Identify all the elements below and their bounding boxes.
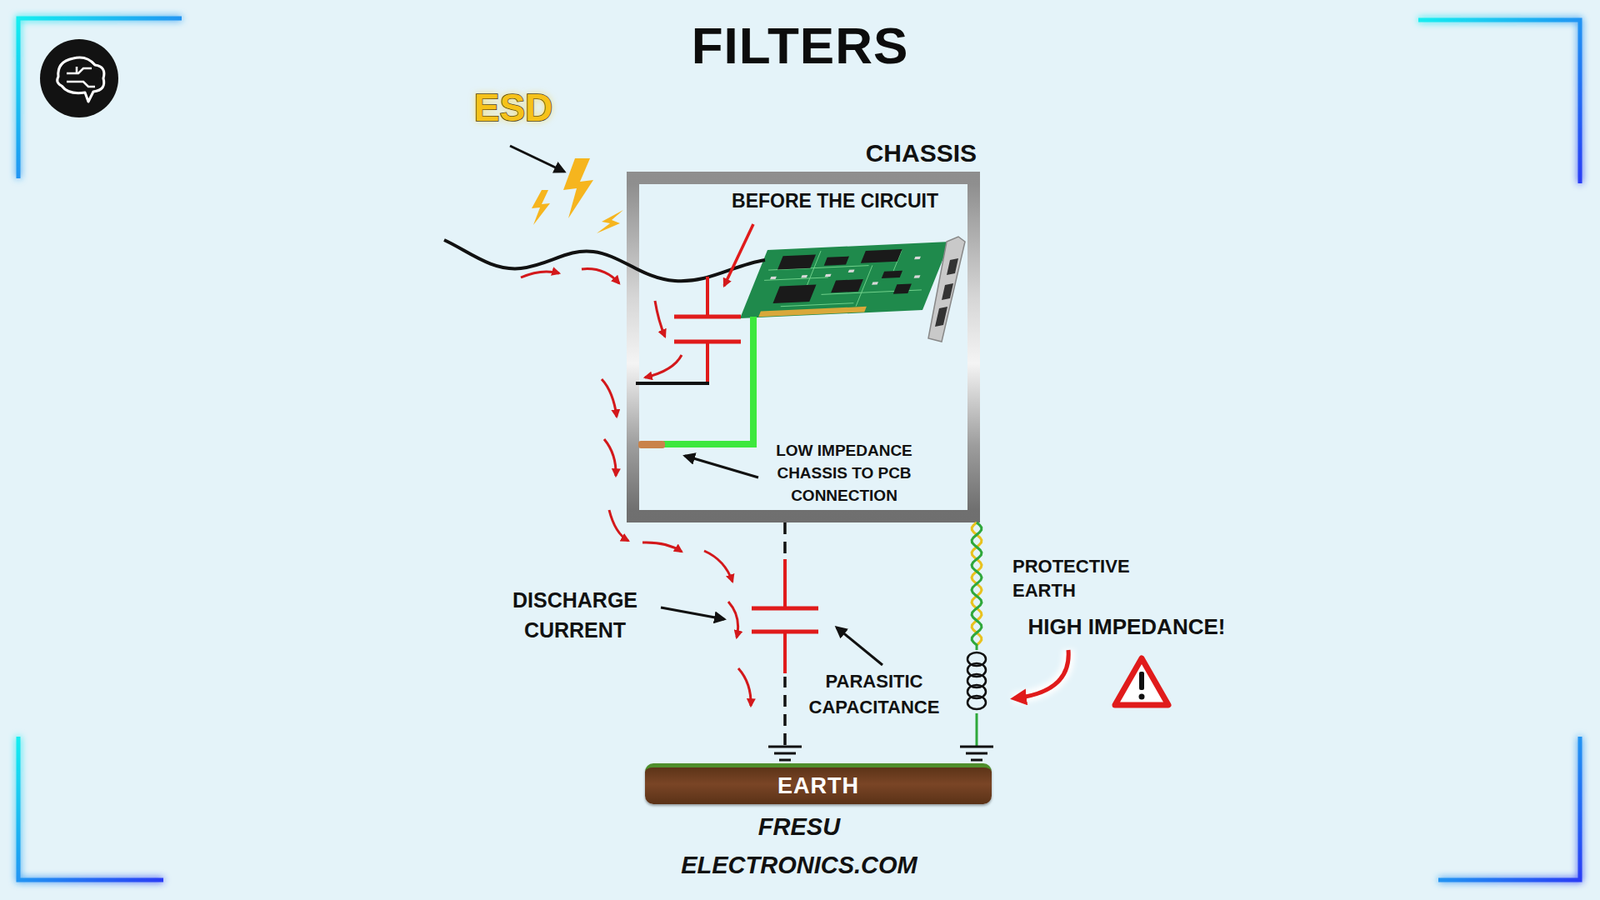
neon-corner [18,18,182,179]
callout-label: PROTECTIVE EARTH [1012,554,1155,603]
pcb-substrate [740,241,950,319]
line-gap [965,650,989,714]
discharge-arrow [738,668,751,706]
chassis-heading: CHASSIS [865,138,977,169]
pcb-bracket [928,236,965,342]
diagram-title: FILTERS [0,18,1600,74]
coil-turn [967,674,986,688]
ground-symbol [960,746,994,760]
neon-corner [1438,736,1580,880]
lightning-bolt [531,190,550,225]
ground-strap [663,316,754,445]
discharge-arrow [645,355,682,378]
leader-arrow [660,607,725,620]
warning-mark [1139,694,1145,700]
arrow-glow [1013,650,1069,699]
ground-symbol [768,746,802,760]
pcb-component [765,255,929,290]
pcb-trace [751,245,940,312]
callout-label: PARASITIC CAPACITANCE [790,668,958,720]
discharge-arrow [581,269,620,284]
filter-capacitor-lead [705,276,710,384]
inductor-coil [967,652,986,710]
line-gap [780,747,790,764]
logo-circle [40,39,119,118]
discharge-arrow [604,439,616,476]
earth-wire-strand [971,522,982,645]
pcb-chip [764,248,927,305]
discharge-arrows [520,269,751,706]
leader-arrow [685,455,759,478]
discharge-arrow [642,542,682,552]
parasitic-capacitor-plate [751,608,819,632]
discharge-arrow [601,379,617,417]
warning-mark [1139,671,1145,690]
protective-earth-wire [971,522,982,764]
coil-turn [967,685,986,699]
logo-brain [57,57,105,102]
signal-wire [444,240,765,281]
lightning-bolt [596,210,624,234]
chassis-wire [635,381,710,385]
earth-band: EARTH [645,763,992,805]
line-gap [972,747,981,764]
esd-label: ESD [430,85,597,130]
neon-corner [1418,20,1580,184]
coil-turn [967,695,986,710]
copper-tip [638,440,665,449]
filter-capacitor-plate [674,316,741,342]
neon-corner [18,736,164,880]
callout-label: LOW IMPEDANCE CHASSIS TO PCB CONNECTION [760,439,928,507]
discharge-arrow [704,550,733,582]
earth-label: EARTH [645,767,992,805]
parasitic-capacitor-lead [783,559,787,674]
discharge-arrow [609,510,629,541]
coil-turn [967,663,986,677]
warning-arrow [1015,650,1069,699]
watermark: FRESU ELECTRONICS.COM [649,807,950,885]
leader-arrow [510,145,565,172]
pcb-port [935,258,959,327]
warning-triangle [1115,658,1169,705]
discharge-arrow [520,271,560,278]
line-gap [778,556,792,677]
parasitic-path [783,522,787,764]
chassis-box: CHASSIS [626,171,980,523]
discharge-arrow [655,300,665,337]
callout-label: BEFORE THE CIRCUIT [710,189,960,213]
pcb-board [740,241,950,319]
coil-turn [967,652,986,666]
callout-label: DISCHARGE CURRENT [491,585,659,645]
logo-circuit [66,66,95,87]
leader-arrow [724,224,754,286]
lightning-bolt [563,158,594,219]
warning-label: HIGH IMPEDANCE! [1001,613,1252,640]
discharge-arrow [728,601,739,638]
gold-fingers [758,306,867,317]
leader-arrow [836,627,883,665]
